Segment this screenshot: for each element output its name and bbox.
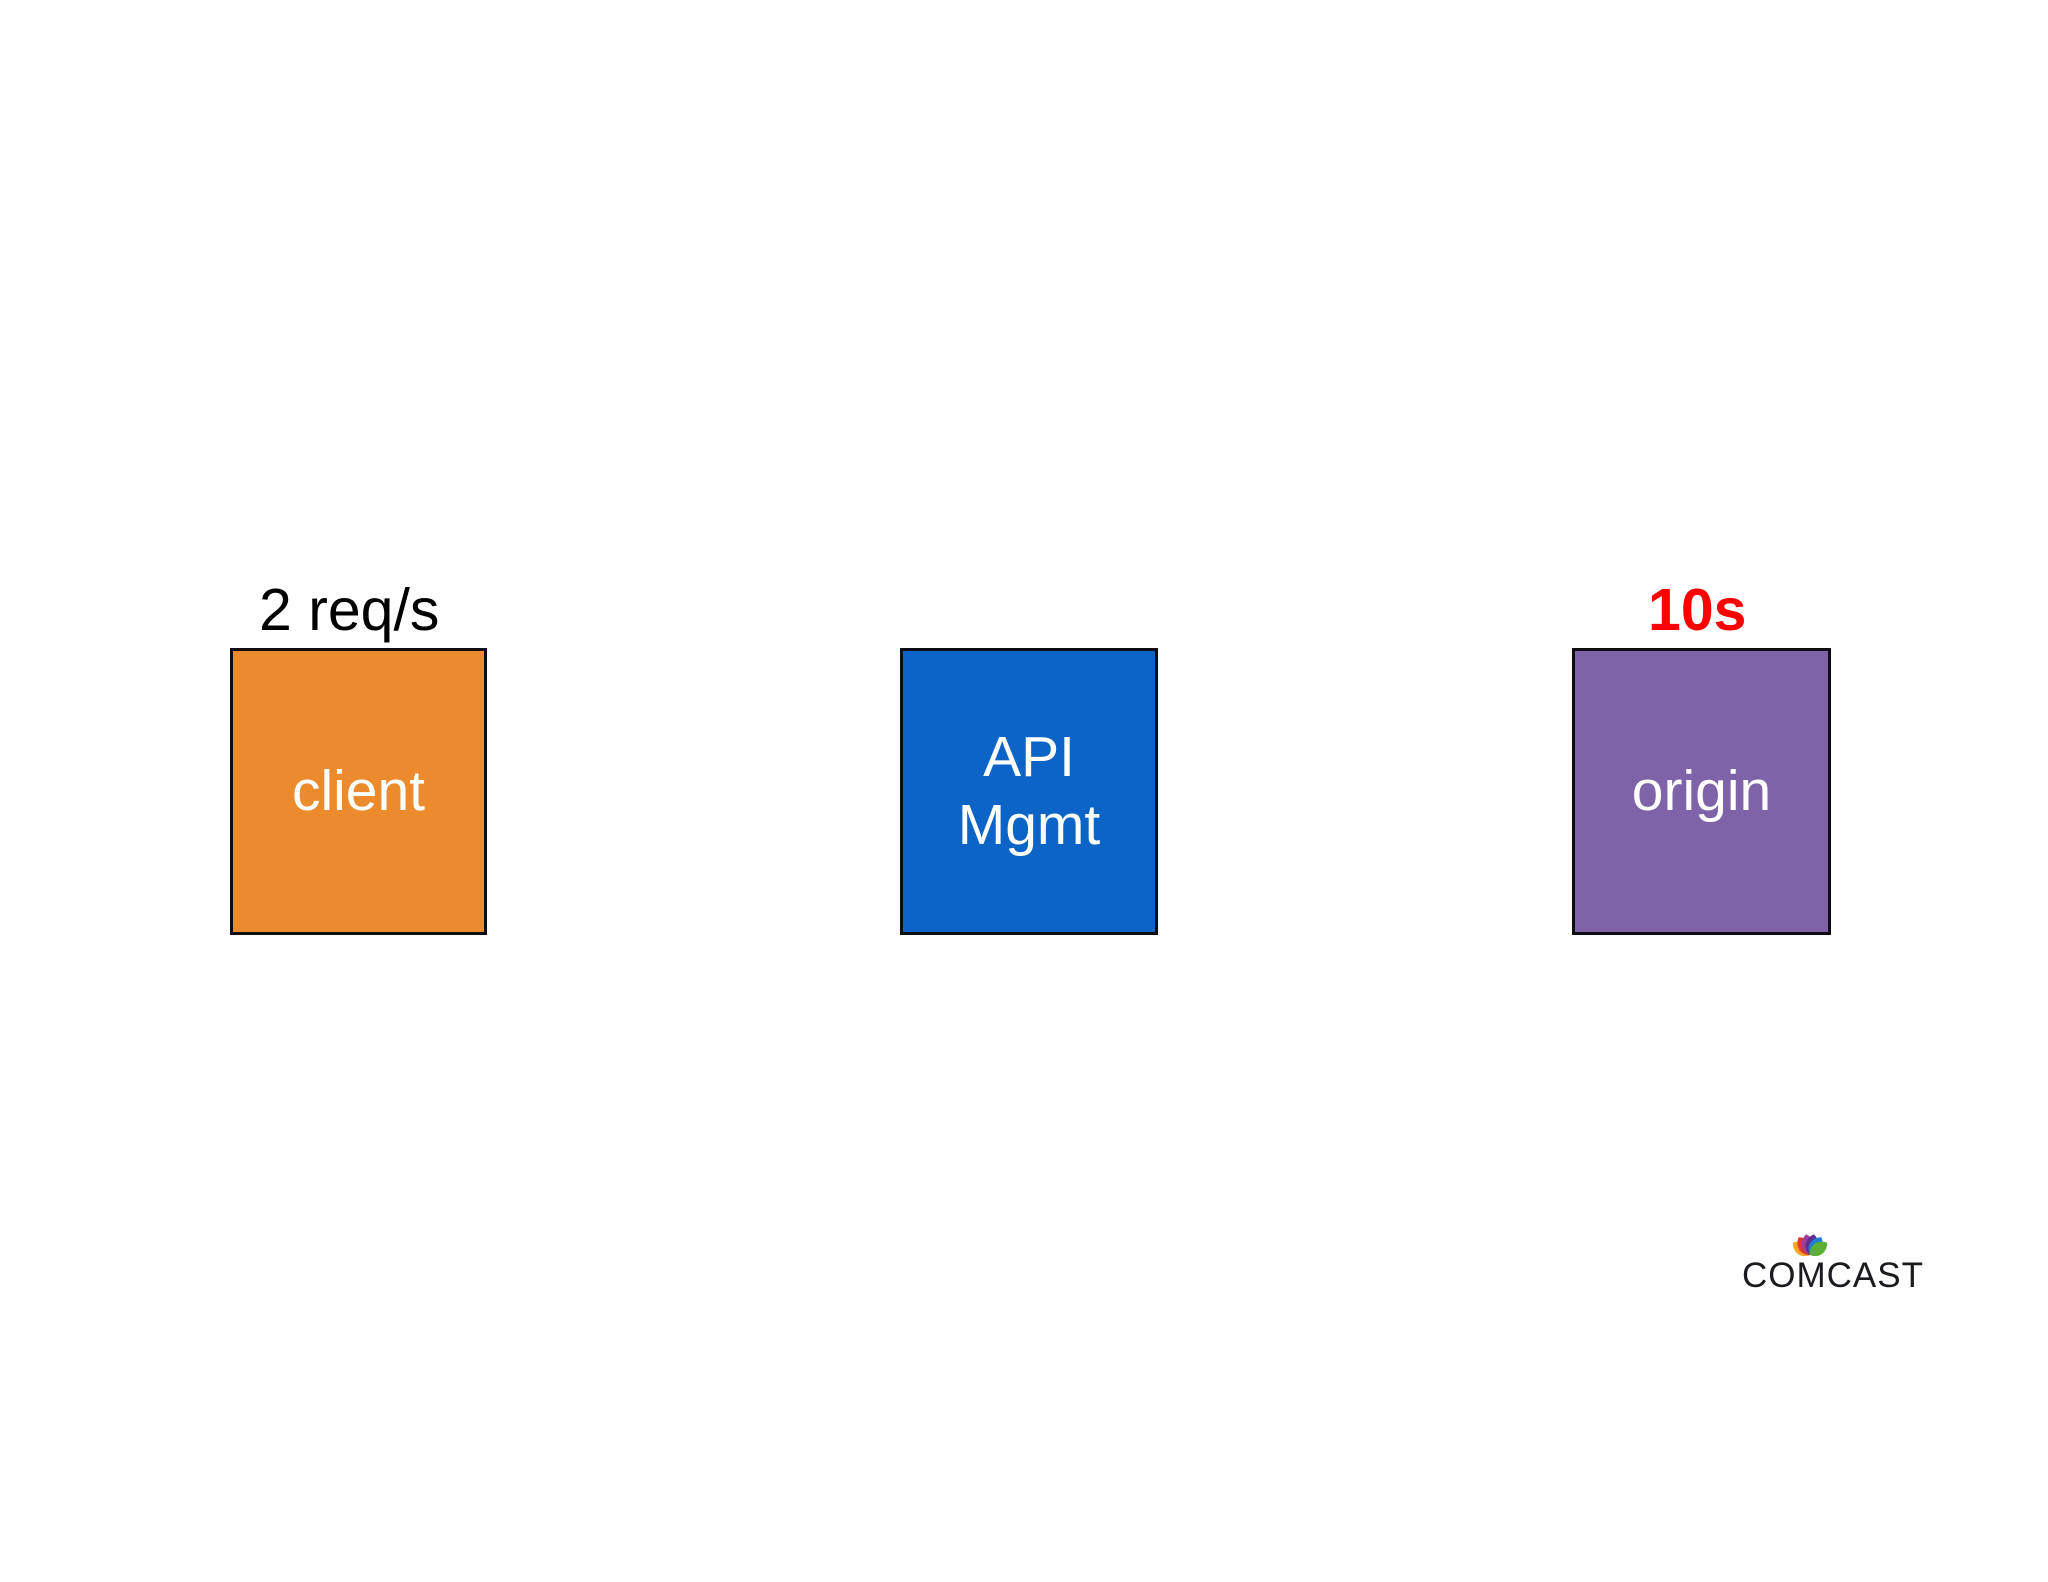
comcast-logo: COMCAST [1742,1222,1924,1332]
node-api-mgmt[interactable]: API Mgmt [900,648,1158,935]
node-origin[interactable]: origin [1572,648,1831,935]
comcast-wordmark: COMCAST [1742,1256,1924,1295]
annotation-origin-latency: 10s [1648,577,1747,643]
node-api-mgmt-label: API Mgmt [957,725,1101,857]
node-client-label: client [291,758,426,823]
annotation-client-rate: 2 req/s [259,577,440,643]
node-origin-label: origin [1631,758,1772,823]
node-client[interactable]: client [230,648,487,935]
nbc-peacock-icon [1790,1222,1830,1257]
